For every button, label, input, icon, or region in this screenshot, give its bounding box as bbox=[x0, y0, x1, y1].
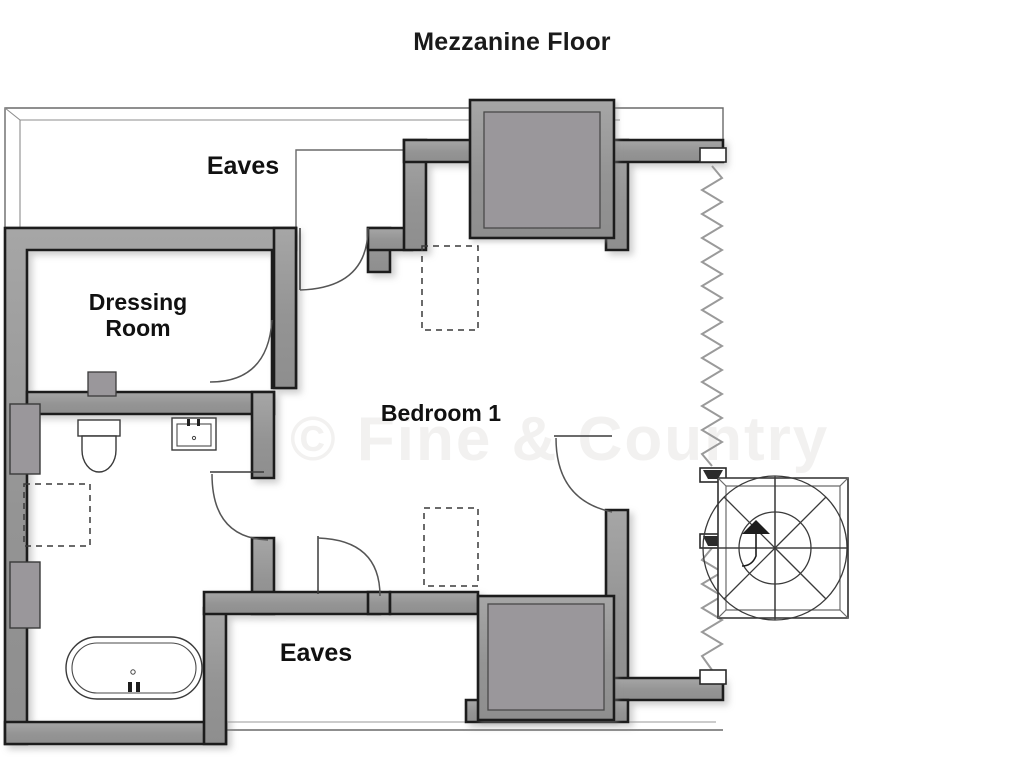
page-title: Mezzanine Floor bbox=[413, 28, 611, 56]
rooflight-marker-upper bbox=[421, 245, 479, 331]
void-edge-zigzag-lower bbox=[700, 547, 724, 671]
room-label-dressing-room: Dressing Room bbox=[88, 289, 188, 341]
door-bedroom-to-eaves bbox=[299, 227, 369, 291]
room-label-bedroom-1: Bedroom 1 bbox=[380, 400, 502, 426]
window-left-lower bbox=[9, 561, 41, 629]
wall-stub-top bbox=[699, 147, 727, 163]
wc-fixture bbox=[77, 419, 121, 473]
void-edge-zigzag-upper bbox=[700, 165, 724, 467]
dormer-window-bottom bbox=[476, 594, 616, 722]
rooflight-marker-bathroom bbox=[23, 483, 91, 547]
window-left-upper bbox=[9, 403, 41, 475]
rooflight-marker-lower bbox=[423, 507, 479, 587]
room-label-eaves-bottom: Eaves bbox=[279, 639, 353, 667]
bath-fixture bbox=[65, 636, 203, 700]
door-eaves-bottom bbox=[317, 536, 381, 597]
stair-up-arrow bbox=[741, 520, 770, 567]
door-bathroom bbox=[210, 471, 269, 541]
door-dressing-room bbox=[209, 319, 273, 383]
wall-stub-bottom bbox=[699, 669, 727, 685]
window-dressing-room bbox=[87, 371, 117, 397]
washbasin-fixture bbox=[171, 417, 217, 451]
room-label-eaves-top: Eaves bbox=[206, 152, 280, 180]
door-landing bbox=[554, 435, 613, 513]
dormer-window-top bbox=[468, 98, 616, 240]
main-walls bbox=[3, 138, 725, 746]
spiral-staircase bbox=[702, 475, 849, 621]
